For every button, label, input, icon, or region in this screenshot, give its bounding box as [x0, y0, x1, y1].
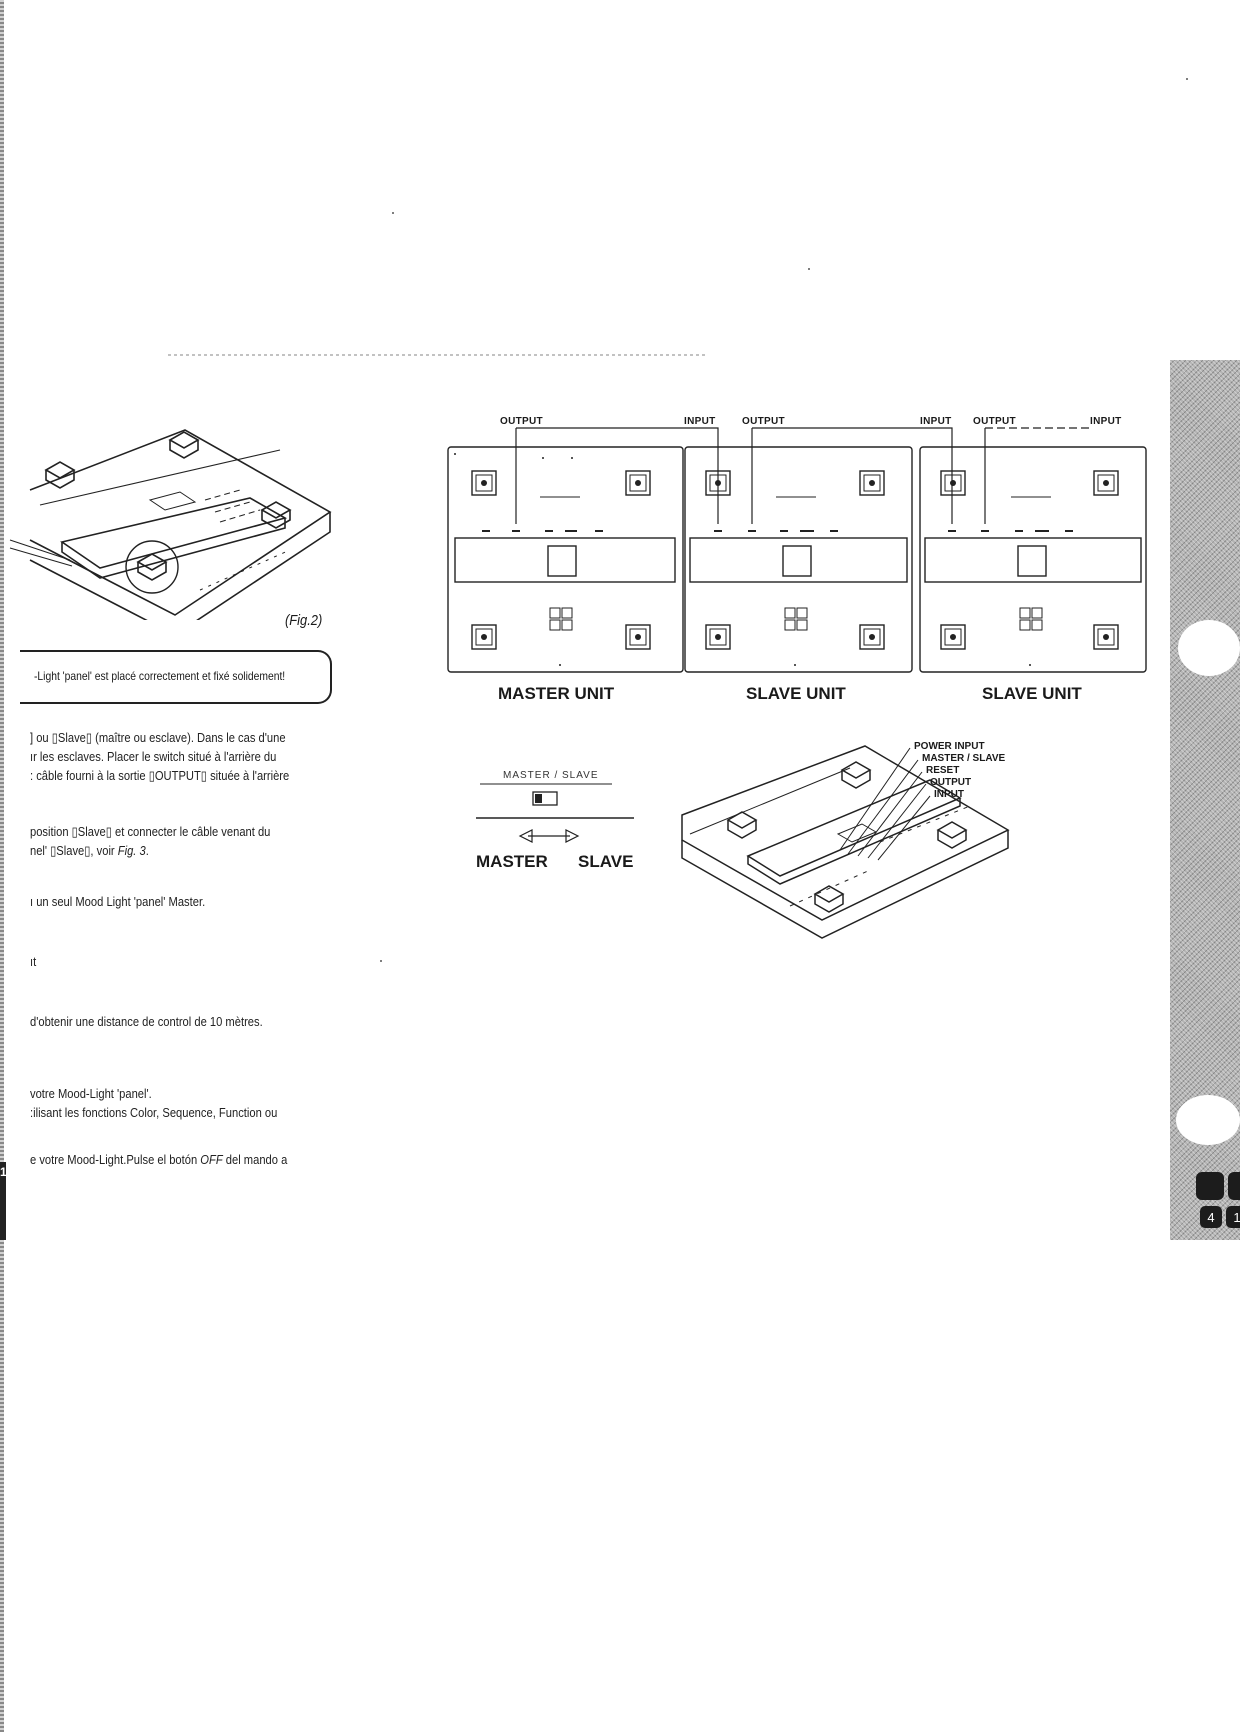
label-output: OUTPUT: [973, 416, 1016, 427]
label-master: MASTER: [476, 852, 548, 871]
paragraph-master-slave: ] ou ▯Slave▯ (maître ou esclave). Dans l…: [30, 728, 305, 785]
figure-caption: (Fig.2): [285, 612, 323, 629]
callout-input: INPUT: [934, 789, 964, 800]
fig2-panel-illustration: [9, 429, 332, 620]
label-input: INPUT: [1090, 416, 1122, 427]
callout-output: OUTPUT: [930, 777, 972, 788]
text-line: nel' ▯Slave▯, voir Fig. 3.: [30, 843, 149, 858]
paragraph-single-master: ı un seul Mood Light 'panel' Master.: [30, 892, 305, 911]
text-line: ı un seul Mood Light 'panel' Master.: [30, 894, 206, 909]
left-page-edge: [0, 0, 4, 1732]
label-output: OUTPUT: [742, 416, 785, 427]
scan-artifact-line: [168, 354, 708, 356]
text-line: votre Mood-Light 'panel'.: [30, 1086, 152, 1101]
strip-hole: [1178, 620, 1240, 676]
text-line: ıt: [30, 954, 37, 969]
switch-label: MASTER / SLAVE: [503, 770, 599, 781]
label-input: INPUT: [684, 416, 716, 427]
label-input: INPUT: [920, 416, 952, 427]
text-line: d'obtenir une distance de control de 10 …: [30, 1014, 263, 1029]
paragraph-fragment: ıt: [30, 952, 305, 971]
label-output: OUTPUT: [500, 416, 543, 427]
paragraph-off: e votre Mood-Light.Pulse el botón OFF de…: [30, 1150, 305, 1169]
label-slave: SLAVE: [578, 852, 634, 871]
tab-block: [1228, 1172, 1240, 1200]
label-slave-unit: SLAVE UNIT: [746, 684, 846, 703]
page-tab-strip: [1170, 360, 1240, 1240]
left-edge-digit: 1: [0, 1165, 6, 1179]
paragraph-functions: votre Mood-Light 'panel'. :ilisant les f…: [30, 1084, 305, 1122]
speck: [392, 212, 394, 214]
tab-block: [1196, 1172, 1224, 1200]
speck: [1186, 78, 1188, 80]
paragraph-slave-connect: position ▯Slave▯ et connecter le câble v…: [30, 822, 305, 860]
label-master-unit: MASTER UNIT: [498, 684, 615, 703]
callout-master-slave: MASTER / SLAVE: [922, 753, 1006, 764]
callout-reset: RESET: [926, 765, 960, 776]
paragraph-control-distance: d'obtenir une distance de control de 10 …: [30, 1012, 305, 1031]
speck: [380, 960, 382, 962]
warning-note-box: -Light 'panel' est placé correctement et…: [20, 650, 332, 704]
page-number-badge: 1: [1226, 1206, 1240, 1228]
text-line: ] ou ▯Slave▯ (maître ou esclave). Dans l…: [30, 730, 286, 745]
text-line: position ▯Slave▯ et connecter le câble v…: [30, 824, 271, 839]
label-slave-unit: SLAVE UNIT: [982, 684, 1082, 703]
left-edge-mark: [0, 1162, 6, 1240]
note-text: -Light 'panel' est placé correctement et…: [34, 669, 286, 683]
speck: [808, 268, 810, 270]
callout-power-input: POWER INPUT: [914, 741, 985, 752]
text-line: :ilisant les fonctions Color, Sequence, …: [30, 1105, 278, 1120]
page-number-badge: 4: [1200, 1206, 1222, 1228]
text-line: : câble fourni à la sortie ▯OUTPUT▯ situ…: [30, 768, 290, 783]
text-line: ır les esclaves. Placer le switch situé …: [30, 749, 277, 764]
text-line: e votre Mood-Light.Pulse el botón OFF de…: [30, 1152, 288, 1167]
strip-hole: [1176, 1095, 1240, 1145]
